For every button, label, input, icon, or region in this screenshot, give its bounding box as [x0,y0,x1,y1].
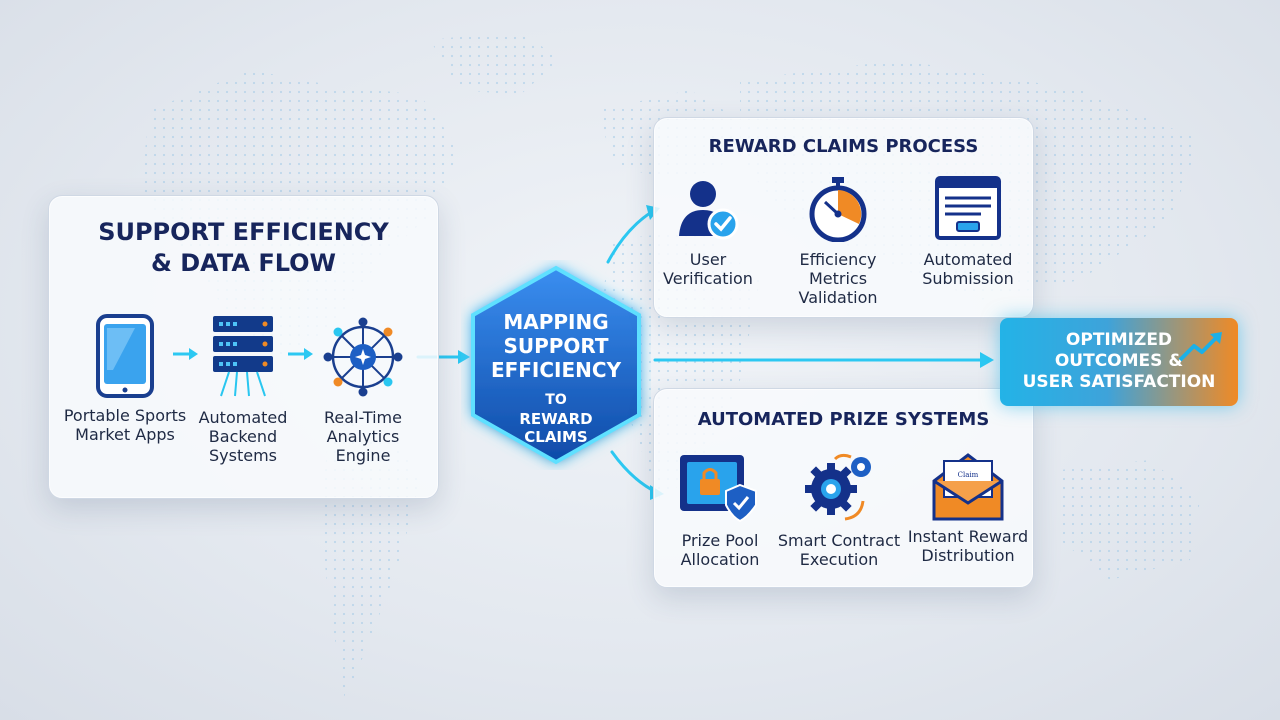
hub-line-6: CLAIMS [524,428,588,446]
form-window-icon [935,176,1001,240]
hub-line-1: MAPPING [503,310,609,334]
support-panel-title-line2: & DATA FLOW [150,249,337,277]
center-hub: MAPPING SUPPORT EFFICIENCY TO REWARD CLA… [461,260,651,470]
prize-pool-item: Prize Pool Allocation [650,451,790,569]
outcome-line-3: USER SATISFACTION [1022,372,1216,392]
arrow-hub-to-claims [606,211,652,264]
support-efficiency-panel: SUPPORT EFFICIENCY & DATA FLOW Portable … [48,195,439,499]
portable-apps-label: Portable Sports Market Apps [63,406,187,444]
arrowhead-hub [458,350,470,364]
instant-reward-item: Claim Approved Instant Reward Distributi… [898,447,1038,565]
claims-panel-title: REWARD CLAIMS PROCESS [708,136,979,157]
analytics-engine-item: Real-Time Analytics Engine [293,314,433,465]
hub-line-2: SUPPORT [503,334,609,358]
smart-contract-item: Smart Contract Execution [769,451,909,569]
envelope-note-text: Claim [958,471,979,479]
portable-apps-item: Portable Sports Market Apps [55,314,195,444]
automated-submission-label: Automated Submission [922,250,1014,288]
envelope-icon: Claim Approved [932,453,1004,521]
trend-up-arrow-icon [1178,332,1222,362]
stopwatch-icon [809,177,867,242]
user-verification-label: User Verification [663,250,753,288]
secure-vault-icon [680,455,757,523]
greenland-shape [430,30,560,95]
smart-contract-label: Smart Contract Execution [777,531,901,569]
user-check-icon [679,181,739,240]
australia-shape [1060,460,1200,580]
hub-line-3: EFFICIENCY [490,358,622,382]
outcome-line-2: OUTCOMES & [1054,351,1184,371]
hexagon-shape [471,265,641,465]
user-verification-item: User Verification [638,176,778,288]
efficiency-metrics-item: Efficiency Metrics Validation [768,176,908,307]
automated-submission-item: Automated Submission [898,176,1038,288]
outcome-line-1: OPTIMIZED [1065,330,1173,350]
backend-systems-label: Automated Backend Systems [198,408,288,465]
smartphone-icon [96,314,154,398]
reward-claims-panel: REWARD CLAIMS PROCESS User Verification … [653,117,1034,318]
hub-line-4: TO [545,392,567,408]
hub-line-5: REWARD [519,410,593,428]
gears-icon [805,453,871,521]
network-hub-icon [323,317,403,397]
arrow-right-2 [288,348,313,360]
analytics-engine-label: Real-Time Analytics Engine [324,408,402,465]
support-panel-title-line1: SUPPORT EFFICIENCY [98,218,389,246]
arrowhead-outcome [980,352,994,368]
efficiency-metrics-label: Efficiency Metrics Validation [798,250,878,307]
instant-reward-label: Instant Reward Distribution [907,527,1029,565]
backend-systems-item: Automated Backend Systems [173,314,313,465]
outcome-box: OPTIMIZED OUTCOMES & USER SATISFACTION [1000,318,1238,406]
prize-panel-title: AUTOMATED PRIZE SYSTEMS [697,409,990,430]
prize-systems-panel: AUTOMATED PRIZE SYSTEMS Prize Pool Alloc… [653,388,1034,588]
server-stack-icon [213,316,273,397]
prize-pool-label: Prize Pool Allocation [680,531,760,569]
arrow-right-1 [173,348,198,360]
